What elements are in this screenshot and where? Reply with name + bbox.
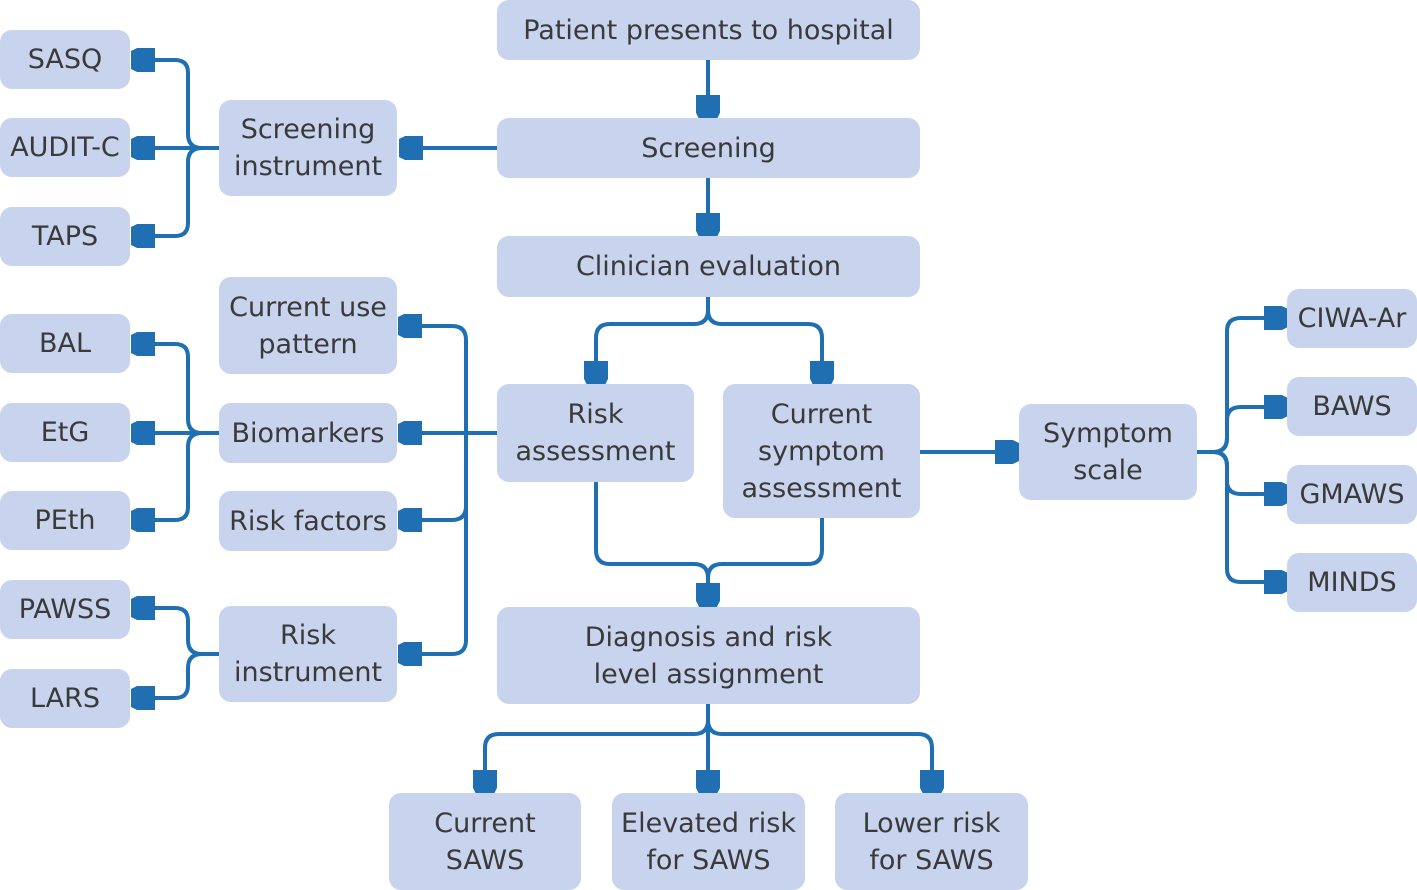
ciwa-node: CIWA-Ar (1287, 289, 1417, 348)
diagnosis-label: Diagnosis and risk level assignment (584, 621, 833, 690)
auditc-label: AUDIT-C (10, 132, 120, 163)
ciwa-label: CIWA-Ar (1297, 303, 1407, 334)
pawss-label: PAWSS (18, 594, 112, 625)
current-use-pattern-node: Current use pattern (219, 277, 397, 374)
diagnosis-node: Diagnosis and risk level assignment (497, 607, 920, 704)
etg-label: EtG (40, 417, 90, 448)
bal-node: BAL (0, 314, 130, 373)
clinician-evaluation-node: Clinician evaluation (497, 236, 920, 297)
risk-factors-label: Risk factors (229, 505, 387, 537)
arrow-to-current-saws (485, 704, 710, 790)
risk-assessment-label: Risk assessment (515, 399, 676, 467)
current-symptom-assessment-node: Current symptom assessment (723, 384, 920, 518)
lars-node: LARS (0, 669, 130, 728)
arrow-to-bal (135, 344, 203, 435)
taps-label: TAPS (31, 221, 99, 252)
arrow-to-risk-factors (402, 433, 468, 520)
elevated-risk-node: Elevated risk for SAWS (612, 793, 805, 890)
biomarkers-label: Biomarkers (231, 417, 385, 449)
clinician-evaluation-label: Clinician evaluation (575, 251, 842, 282)
arrow-to-lower-risk (706, 704, 932, 790)
patient-presents-node: Patient presents to hospital (497, 0, 920, 60)
baws-label: BAWS (1312, 391, 1392, 422)
peth-label: PEth (34, 505, 96, 536)
arrow-to-risk-instrument (402, 433, 468, 654)
lars-label: LARS (29, 683, 101, 714)
risk-instrument-node: Risk instrument (219, 606, 397, 702)
baws-node: BAWS (1287, 377, 1417, 436)
lower-risk-label: Lower risk for SAWS (862, 807, 1001, 876)
current-symptom-assessment-label: Current symptom assessment (741, 398, 902, 504)
biomarkers-node: Biomarkers (219, 403, 397, 463)
gmaws-node: GMAWS (1287, 465, 1417, 524)
connector-symptom-down (706, 518, 824, 579)
arrow-to-baws (1212, 407, 1284, 454)
arrow-to-pawss (135, 608, 203, 656)
symptom-scale-node: Symptom scale (1019, 404, 1197, 500)
sasq-node: SASQ (0, 30, 130, 89)
current-use-pattern-label: Current use pattern (229, 291, 387, 360)
arrow-clinician-to-risk (596, 297, 710, 381)
minds-label: MINDS (1307, 567, 1397, 598)
auditc-node: AUDIT-C (0, 118, 130, 177)
bal-label: BAL (38, 328, 92, 359)
risk-factors-node: Risk factors (219, 491, 397, 551)
screening-label: Screening (641, 132, 776, 164)
current-saws-label: Current SAWS (434, 807, 536, 876)
minds-node: MINDS (1287, 553, 1417, 612)
screening-instrument-label: Screening instrument (233, 114, 383, 182)
screening-node: Screening (497, 118, 920, 178)
screening-instrument-node: Screening instrument (219, 100, 397, 196)
gmaws-label: GMAWS (1299, 479, 1405, 510)
arrow-to-taps (135, 146, 203, 236)
arrow-clinician-to-symptom (706, 297, 822, 381)
arrow-to-sasq (135, 60, 203, 150)
arrow-to-ciwa (1212, 318, 1284, 454)
symptom-scale-label: Symptom scale (1043, 418, 1173, 486)
lower-risk-node: Lower risk for SAWS (835, 793, 1028, 890)
current-saws-node: Current SAWS (389, 793, 581, 890)
taps-node: TAPS (0, 207, 130, 266)
arrow-to-minds (1212, 450, 1284, 582)
patient-presents-label: Patient presents to hospital (523, 14, 894, 46)
arrow-to-current-use (402, 326, 468, 433)
peth-node: PEth (0, 491, 130, 550)
etg-node: EtG (0, 403, 130, 462)
connector-risk-down (594, 482, 710, 579)
risk-assessment-node: Risk assessment (497, 384, 694, 482)
sasq-label: SASQ (27, 44, 103, 75)
elevated-risk-label: Elevated risk for SAWS (621, 807, 796, 876)
risk-instrument-label: Risk instrument (233, 620, 383, 688)
pawss-node: PAWSS (0, 580, 130, 639)
arrow-to-lars (135, 652, 203, 698)
arrow-to-peth (135, 431, 203, 520)
